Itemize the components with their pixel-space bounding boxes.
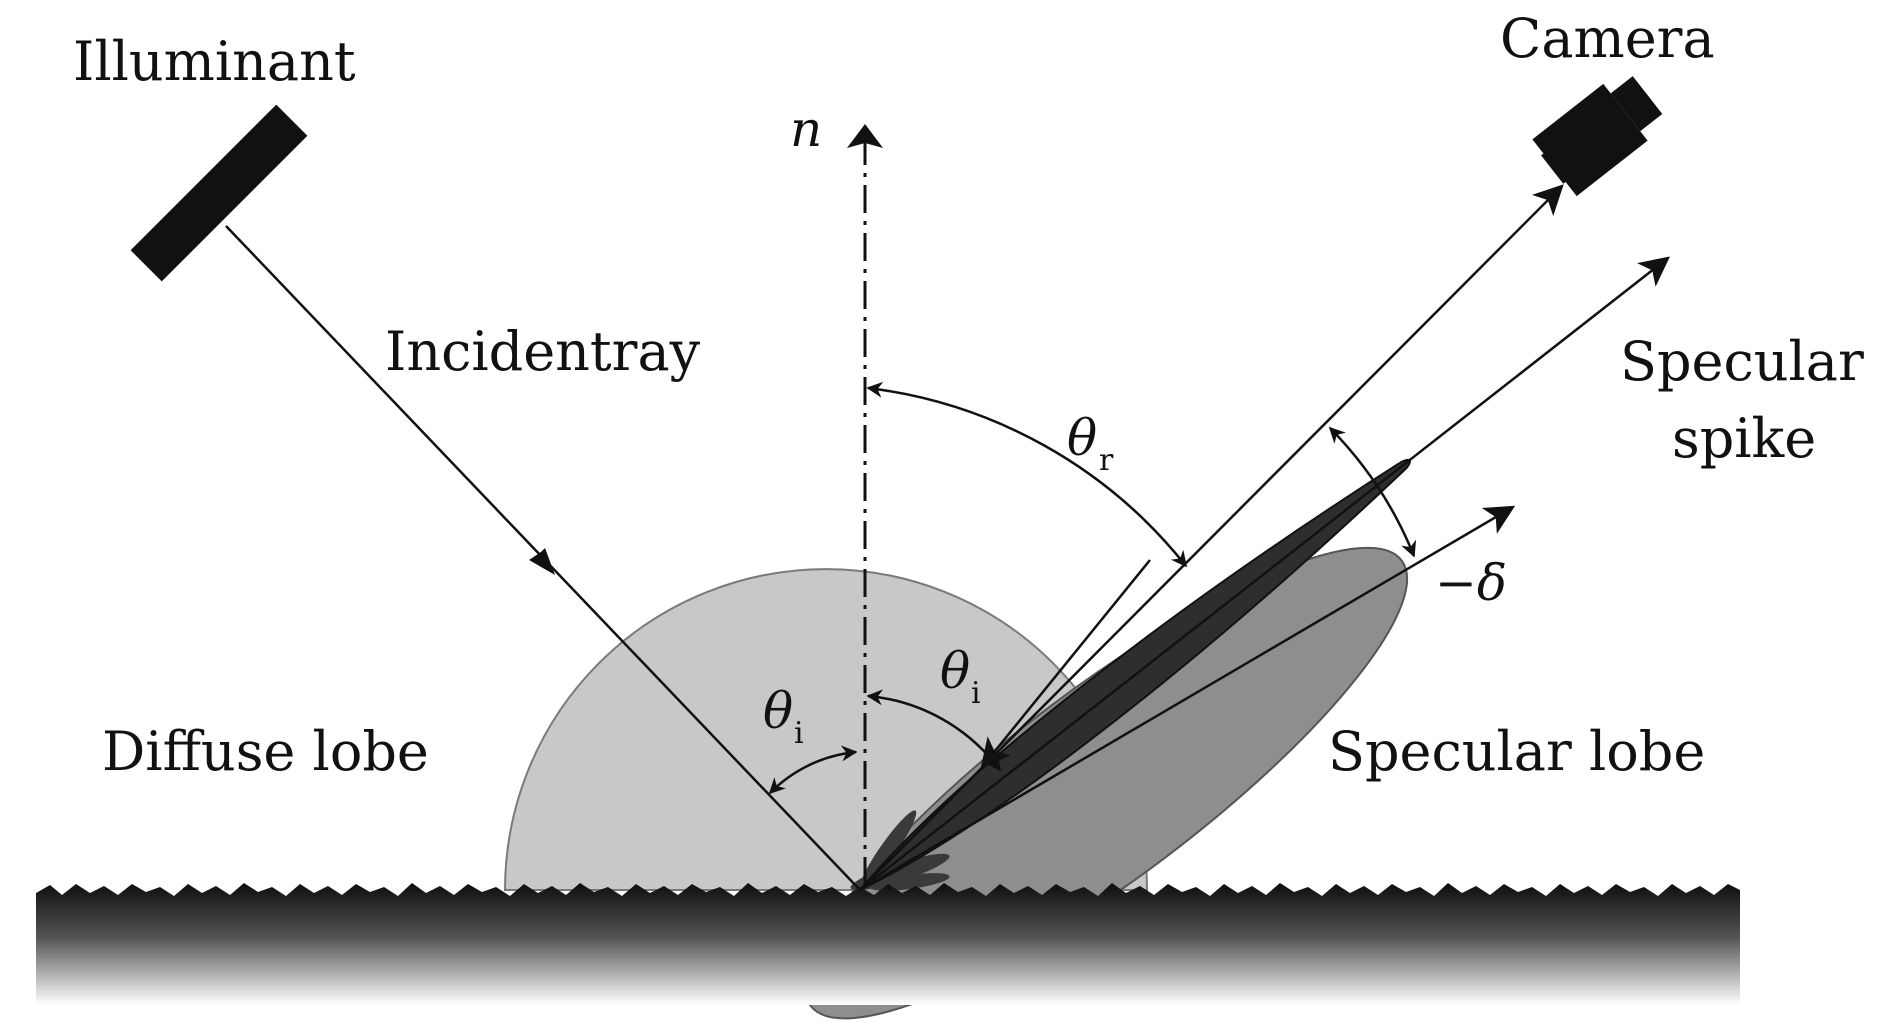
svg-text:θ: θ bbox=[763, 682, 793, 740]
theta-i-right-arc bbox=[866, 689, 1002, 772]
normal-label: n bbox=[790, 100, 822, 158]
camera-direction-line bbox=[859, 184, 1564, 891]
camera-label: Camera bbox=[1500, 7, 1715, 70]
diffuse-lobe-label: Diffuse lobe bbox=[102, 720, 429, 783]
rough-surface bbox=[36, 883, 1740, 1005]
svg-text:θ: θ bbox=[1067, 409, 1097, 467]
delta-arc bbox=[1328, 426, 1417, 558]
theta-i-left-label: θ i bbox=[763, 682, 804, 751]
lobe-inner-arrow bbox=[980, 559, 1151, 769]
svg-text:θ: θ bbox=[940, 642, 970, 700]
specular-spike-label-line1: Specular bbox=[1620, 330, 1864, 393]
specular-direction-line bbox=[859, 256, 1670, 891]
camera-icon bbox=[1532, 76, 1663, 197]
normal-arrowhead-icon bbox=[847, 124, 883, 148]
illuminant-source-icon bbox=[130, 104, 308, 282]
svg-text:i: i bbox=[971, 676, 981, 711]
svg-text:r: r bbox=[1099, 443, 1114, 478]
offset-direction-line bbox=[859, 505, 1516, 892]
svg-text:i: i bbox=[794, 716, 804, 751]
specular-spike-label-line2: spike bbox=[1672, 407, 1816, 470]
incident-ray-arrowhead bbox=[529, 548, 555, 575]
theta-i-left-arc bbox=[768, 745, 858, 795]
minus-delta-label: −δ bbox=[1435, 554, 1507, 612]
theta-i-right-label: θ i bbox=[940, 642, 981, 711]
incident-ray-label: Incidentray bbox=[385, 320, 701, 383]
theta-r-label: θ r bbox=[1067, 409, 1114, 478]
specular-lobe-label: Specular lobe bbox=[1328, 720, 1705, 783]
illuminant-label: Illuminant bbox=[73, 30, 356, 93]
theta-r-arc bbox=[866, 381, 1187, 568]
